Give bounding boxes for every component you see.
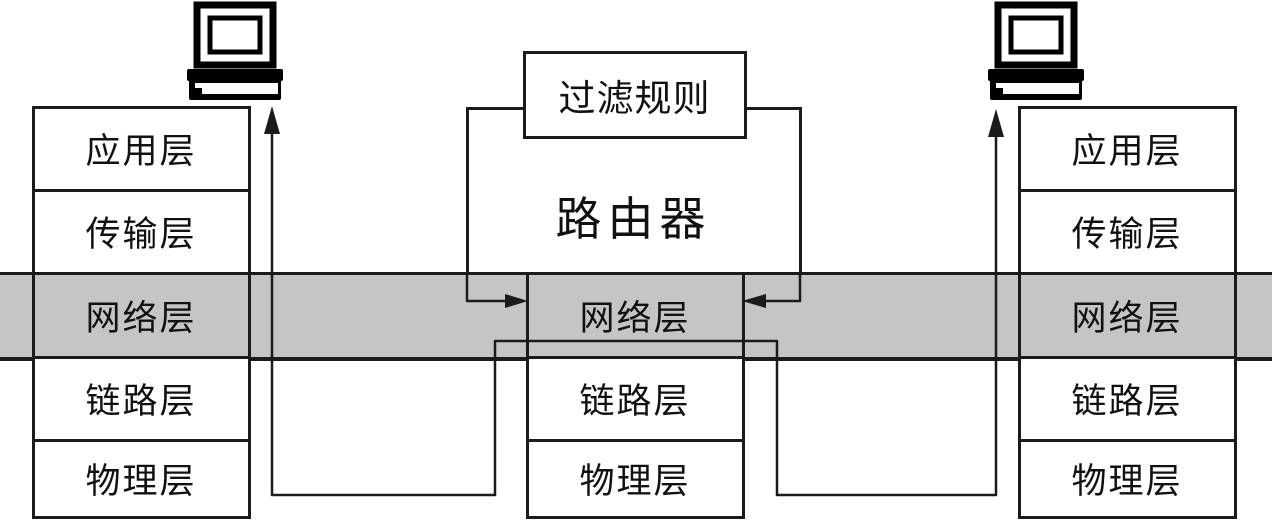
- right-host-stack: 应用层 传输层 网络层 链路层 物理层: [1017, 105, 1237, 519]
- left-host-stack: 应用层 传输层 网络层 链路层 物理层: [31, 105, 251, 519]
- layer-cell-application: 应用层: [31, 105, 251, 192]
- layer-label: 物理层: [85, 462, 197, 501]
- filter-rules-box: 过滤规则: [522, 50, 747, 139]
- layer-cell-link: 链路层: [525, 355, 745, 442]
- layer-label: 网络层: [1071, 298, 1183, 338]
- layer-cell-link: 链路层: [1017, 355, 1237, 442]
- router-stack: 网络层 链路层 物理层: [525, 271, 745, 519]
- computer-icon: [187, 1, 283, 100]
- computer-icon: [988, 1, 1084, 100]
- layer-label: 物理层: [1071, 462, 1183, 501]
- layer-label: 传输层: [1071, 215, 1183, 254]
- layer-cell-transport: 传输层: [31, 188, 251, 275]
- layer-label: 应用层: [1071, 132, 1183, 171]
- up-arrowhead-right: [988, 109, 1004, 137]
- layer-cell-network: 网络层: [525, 271, 745, 359]
- layer-label: 传输层: [85, 215, 197, 254]
- filter-rules-label: 过滤规则: [558, 78, 711, 120]
- layer-label: 链路层: [85, 382, 197, 421]
- layer-label: 链路层: [1071, 382, 1183, 421]
- layer-label: 链路层: [579, 382, 691, 421]
- layer-cell-link: 链路层: [31, 355, 251, 442]
- layer-cell-network: 网络层: [31, 271, 251, 359]
- layer-label: 物理层: [579, 462, 691, 501]
- layer-cell-transport: 传输层: [1017, 188, 1237, 275]
- layer-cell-physical: 物理层: [1017, 438, 1237, 519]
- layer-label: 网络层: [579, 298, 691, 338]
- layer-cell-application: 应用层: [1017, 105, 1237, 192]
- up-arrowhead-left: [264, 106, 280, 134]
- layer-cell-physical: 物理层: [525, 438, 745, 519]
- layer-label: 网络层: [85, 298, 197, 338]
- layer-label: 应用层: [85, 132, 197, 171]
- layer-cell-physical: 物理层: [31, 438, 251, 519]
- router-label: 路由器: [555, 193, 712, 245]
- layer-cell-network: 网络层: [1017, 271, 1237, 359]
